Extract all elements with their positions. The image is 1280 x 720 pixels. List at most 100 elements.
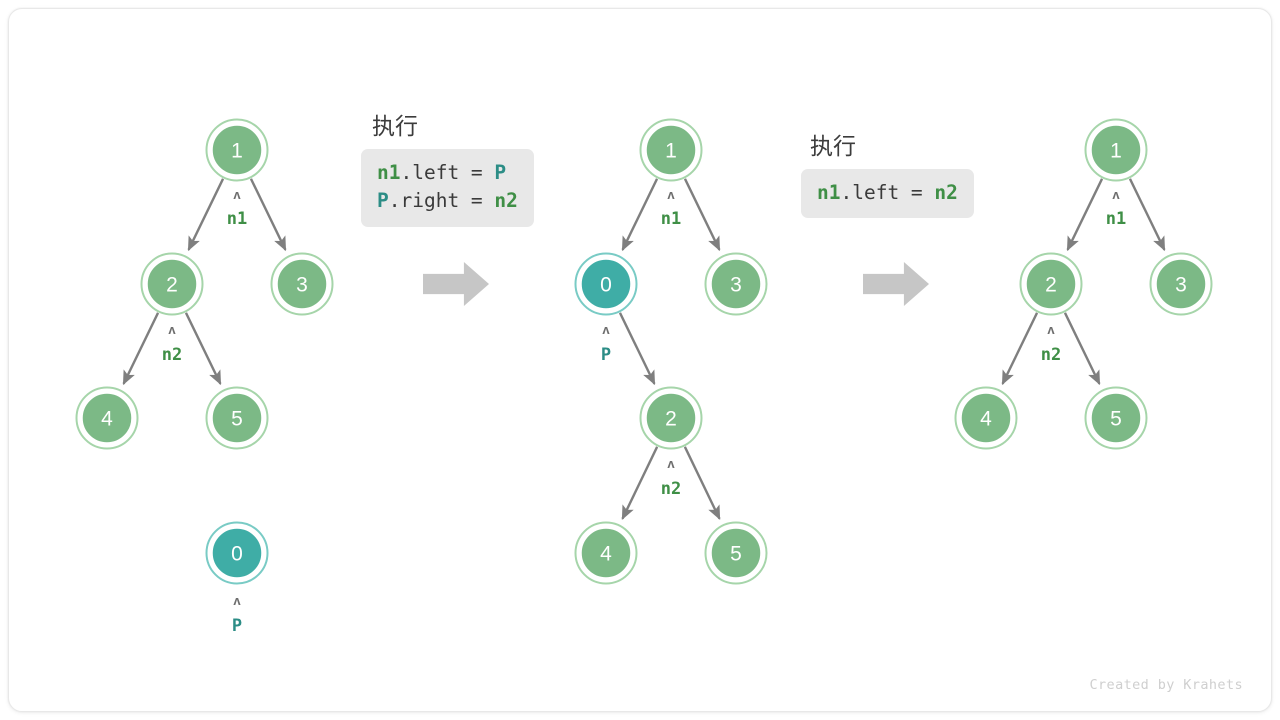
tree-node[interactable]: 5 xyxy=(205,386,269,450)
code-token: P xyxy=(377,189,389,213)
tree-node-body xyxy=(1154,257,1208,311)
tree-node[interactable]: 3 xyxy=(270,252,334,316)
tree-node-body xyxy=(1089,123,1143,177)
tree-node-body xyxy=(1024,257,1078,311)
tree-node-body xyxy=(709,257,763,311)
tree-node-ring xyxy=(639,386,703,450)
tree-edge xyxy=(1063,312,1101,386)
tree-node[interactable]: 4 xyxy=(574,521,638,585)
tree-edge xyxy=(1001,312,1039,386)
pointer-caret-icon: ʌ xyxy=(233,593,241,608)
tree-node[interactable]: 5 xyxy=(1084,386,1148,450)
tree-node-body xyxy=(275,257,329,311)
code-line: P.right = n2 xyxy=(377,187,518,215)
tree-node-ring xyxy=(1084,386,1148,450)
tree-node-ring xyxy=(574,252,638,316)
watermark-credit: Created by Krahets xyxy=(1089,677,1243,693)
pointer-label: P xyxy=(601,345,611,365)
tree-node-value: 2 xyxy=(166,274,178,297)
pointer-caret-icon: ʌ xyxy=(233,187,241,202)
tree-node-value: 0 xyxy=(231,543,243,566)
tree-node[interactable]: 2 xyxy=(140,252,204,316)
tree-node[interactable]: 4 xyxy=(954,386,1018,450)
tree-node-value: 4 xyxy=(980,408,992,431)
pointer-label-group: ʌn1 xyxy=(227,187,247,229)
tree-node-ring xyxy=(639,118,703,182)
tree-node-value: 5 xyxy=(1110,408,1122,431)
tree-node-ring xyxy=(574,521,638,585)
tree-node-ring xyxy=(270,252,334,316)
edges-group xyxy=(122,178,1166,521)
tree-node-ring xyxy=(1019,252,1083,316)
code-token: .left = xyxy=(840,181,935,204)
tree-node-body xyxy=(80,391,134,445)
tree-node[interactable]: 2 xyxy=(639,386,703,450)
tree-node-ring xyxy=(205,118,269,182)
tree-node-ring xyxy=(1149,252,1213,316)
tree-node-value: 3 xyxy=(1175,274,1187,297)
tree-node-value: 1 xyxy=(231,140,243,163)
pointer-caret-icon: ʌ xyxy=(667,187,675,202)
tree-node-value: 1 xyxy=(1110,140,1122,163)
tree-node-value: 5 xyxy=(730,543,742,566)
tree-node-value: 1 xyxy=(665,140,677,163)
tree-node-ring xyxy=(205,386,269,450)
pointer-label-group: ʌn1 xyxy=(1106,187,1126,229)
tree-node-ring xyxy=(704,521,768,585)
code-token: .right = xyxy=(388,189,495,213)
tree-node-body xyxy=(644,391,698,445)
tree-node[interactable]: 1 xyxy=(639,118,703,182)
tree-node[interactable]: 1 xyxy=(1084,118,1148,182)
code-snippet-box: n1.left = n2 xyxy=(801,169,974,219)
tree-node-value: 2 xyxy=(1045,274,1057,297)
pointer-label-group: ʌP xyxy=(601,322,611,365)
tree-edge xyxy=(1066,178,1104,252)
tree-node-value: 3 xyxy=(730,274,742,297)
tree-node[interactable]: 0 xyxy=(205,521,269,585)
tree-node[interactable]: 5 xyxy=(704,521,768,585)
pointer-label: n1 xyxy=(1106,209,1126,229)
tree-node-value: 5 xyxy=(231,408,243,431)
code-token: n2 xyxy=(494,189,518,213)
tree-edge xyxy=(683,178,721,252)
code-line: n1.left = n2 xyxy=(817,179,958,207)
tree-node[interactable]: 4 xyxy=(75,386,139,450)
tree-node[interactable]: 3 xyxy=(704,252,768,316)
tree-node-body xyxy=(210,526,264,580)
tree-edge xyxy=(187,178,225,252)
pointer-label: n2 xyxy=(162,345,182,365)
code-token: n2 xyxy=(934,181,958,204)
code-token: n1 xyxy=(817,181,841,204)
tree-node-body xyxy=(959,391,1013,445)
tree-edge xyxy=(184,312,222,386)
tree-node[interactable]: 1 xyxy=(205,118,269,182)
pointer-caret-icon: ʌ xyxy=(667,456,675,471)
tree-node-value: 2 xyxy=(665,408,677,431)
tree-node-body xyxy=(579,526,633,580)
code-line: n1.left = P xyxy=(377,159,518,187)
pointer-label-group: ʌn1 xyxy=(661,187,681,229)
transition-arrow-1 xyxy=(423,262,489,306)
pointer-caret-icon: ʌ xyxy=(168,322,176,337)
tree-edge xyxy=(618,312,656,386)
tree-node[interactable]: 2 xyxy=(1019,252,1083,316)
code-token: .left = xyxy=(400,161,495,184)
tree-node-ring xyxy=(704,252,768,316)
pointer-caret-icon: ʌ xyxy=(1047,322,1055,337)
tree-node-value: 4 xyxy=(101,408,113,431)
tree-node[interactable]: 3 xyxy=(1149,252,1213,316)
tree-node-ring xyxy=(75,386,139,450)
tree-node-ring xyxy=(954,386,1018,450)
tree-node-body xyxy=(1089,391,1143,445)
tree-node-ring xyxy=(205,521,269,585)
tree-node-body xyxy=(210,123,264,177)
pointer-label: P xyxy=(232,616,242,636)
pointer-label: n2 xyxy=(1041,345,1061,365)
tree-edge xyxy=(683,446,721,521)
tree-node[interactable]: 0 xyxy=(574,252,638,316)
pointer-label-group: ʌP xyxy=(232,593,242,636)
tree-node-body xyxy=(579,257,633,311)
